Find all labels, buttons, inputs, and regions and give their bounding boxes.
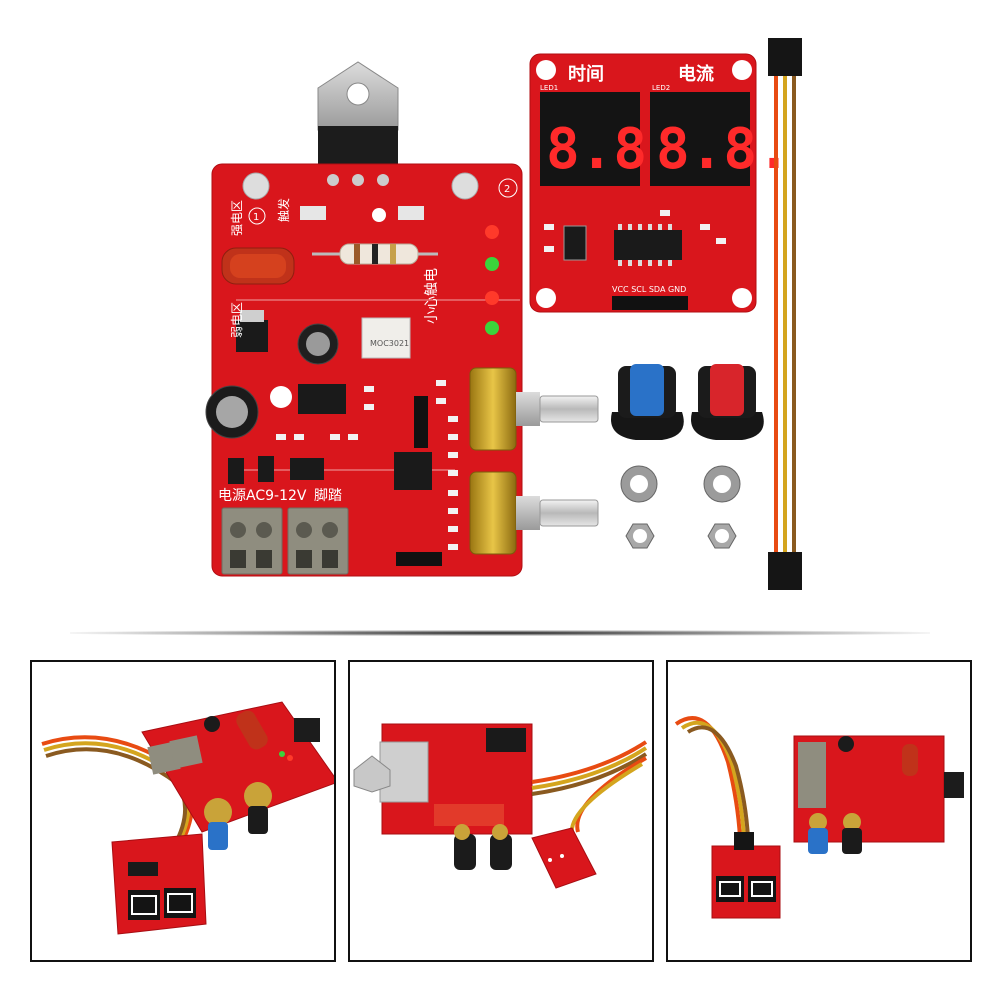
thumbnail-image xyxy=(674,716,964,919)
thumbnail-back-view[interactable] xyxy=(348,660,654,962)
zone-strong-label: 强电区 xyxy=(230,200,244,236)
power-label: 电源AC9-12V xyxy=(218,488,307,504)
led1-ref: LED1 xyxy=(540,84,558,92)
potentiometer-lower xyxy=(469,471,599,555)
thumbnail-image xyxy=(41,701,334,935)
trigger-label: 触发 xyxy=(276,198,291,222)
knob-red xyxy=(691,364,764,440)
seven-seg-display-current: 8.8. xyxy=(650,92,791,186)
thumbnail-image xyxy=(353,723,648,889)
display-board: 时间 电流 LED1 LED2 8.8. 8.8. VCC SCL SDA GN… xyxy=(529,53,791,313)
circle-1-label: 1 xyxy=(253,212,259,223)
triac-component xyxy=(317,61,399,186)
pedal-label: 脚踏 xyxy=(314,488,342,504)
dupont-cable xyxy=(768,38,802,590)
terminal-block-power xyxy=(221,507,283,575)
display-current-digits: 8.8. xyxy=(656,117,791,182)
optocoupler-text: MOC3021 xyxy=(370,339,409,348)
led2-ref: LED2 xyxy=(652,84,670,92)
display-time-label: 时间 xyxy=(568,64,604,85)
thumbnail-angle-view-2[interactable] xyxy=(666,660,972,962)
zone-weak-label: 弱电区 xyxy=(230,302,244,338)
terminal-block-pedal xyxy=(287,507,349,575)
caution-label: 小心触电 xyxy=(424,268,440,324)
display-pin-labels: VCC SCL SDA GND xyxy=(612,285,686,294)
display-current-label: 电流 xyxy=(678,63,714,85)
washers-and-nuts xyxy=(620,465,741,549)
main-control-board: MOC3021 xyxy=(205,61,599,577)
section-divider xyxy=(70,630,930,636)
product-hero-image: MOC3021 xyxy=(205,38,802,590)
potentiometer-upper xyxy=(469,367,599,451)
circle-2-label: 2 xyxy=(504,184,510,195)
knob-blue xyxy=(611,364,684,440)
thumbnail-angle-view-1[interactable] xyxy=(30,660,336,962)
